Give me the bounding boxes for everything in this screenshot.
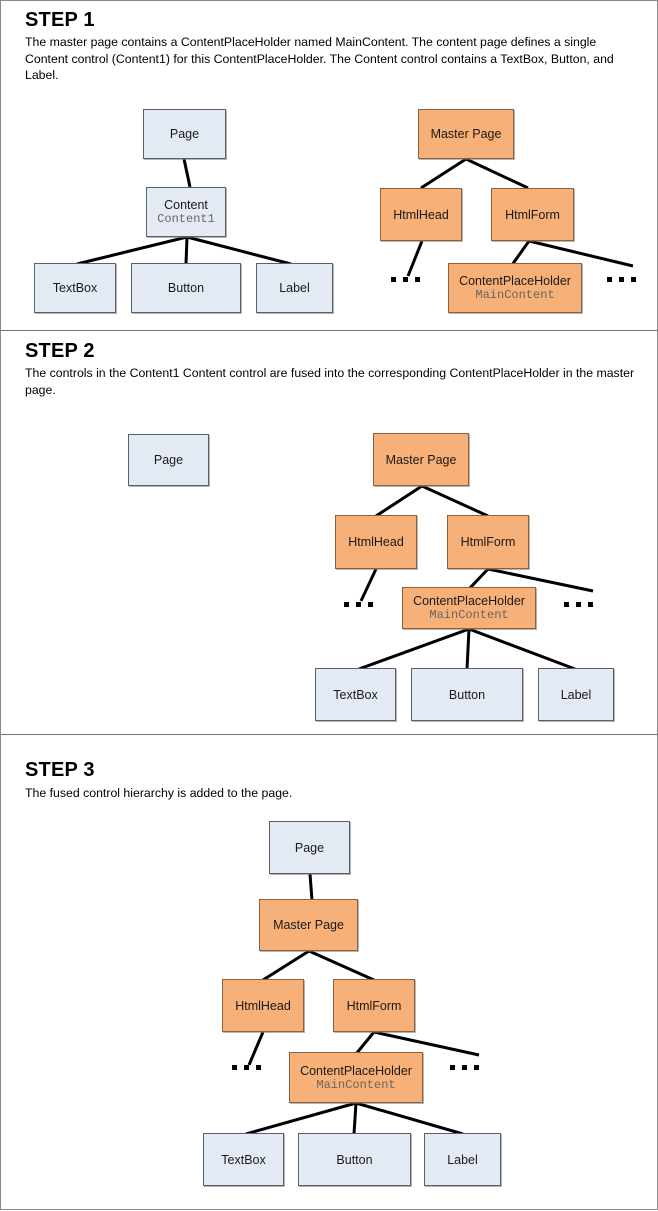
- node-htmlhead-label: HtmlHead: [393, 207, 449, 222]
- node-htmlhead[interactable]: HtmlHead: [380, 188, 462, 241]
- node-s2-textbox-label: TextBox: [333, 687, 378, 702]
- node-s2-page-label: Page: [153, 453, 184, 467]
- node-s3-textbox[interactable]: TextBox: [203, 1133, 284, 1186]
- step-2-description: The controls in the Content1 Content con…: [25, 366, 635, 397]
- node-s3-htmlhead-label: HtmlHead: [235, 998, 291, 1013]
- node-page[interactable]: Page: [143, 109, 226, 159]
- node-s2-contentplaceholder[interactable]: ContentPlaceHolder MainContent: [402, 587, 536, 629]
- node-master-page-label: Master Page: [430, 127, 502, 141]
- node-contentplaceholder-label: ContentPlaceHolder: [459, 274, 571, 288]
- link-s2-placeholder-label: [468, 627, 576, 671]
- link-htmlhead-ellipsis: [406, 240, 424, 277]
- node-textbox[interactable]: TextBox: [34, 263, 116, 313]
- step-1-description: The master page contains a ContentPlaceH…: [25, 35, 614, 83]
- node-s2-button-label: Button: [448, 687, 486, 702]
- link-s2-master-htmlhead: [375, 484, 423, 518]
- node-s2-htmlform[interactable]: HtmlForm: [447, 515, 529, 569]
- node-s2-page[interactable]: Page: [128, 434, 209, 486]
- node-button[interactable]: Button: [131, 263, 241, 313]
- link-htmlform-ellipsis: [528, 239, 634, 268]
- link-content-label: [186, 235, 292, 266]
- node-htmlform-label: HtmlForm: [505, 207, 560, 222]
- node-s3-htmlhead[interactable]: HtmlHead: [222, 979, 304, 1032]
- node-s3-button-label: Button: [336, 1152, 373, 1167]
- node-s3-htmlform[interactable]: HtmlForm: [333, 979, 415, 1032]
- link-s2-htmlform-ellipsis: [487, 567, 594, 593]
- node-s3-page-label: Page: [294, 840, 325, 855]
- link-master-htmlhead: [420, 157, 467, 190]
- node-s3-button[interactable]: Button: [298, 1133, 411, 1186]
- link-page-content: [182, 158, 192, 188]
- node-contentplaceholder[interactable]: ContentPlaceHolder MainContent: [448, 263, 582, 313]
- node-button-label: Button: [167, 281, 205, 295]
- node-s3-label[interactable]: Label: [424, 1133, 501, 1186]
- node-s3-contentplaceholder-label: ContentPlaceHolder: [300, 1063, 412, 1078]
- node-content-label: Content: [164, 198, 208, 212]
- node-s3-textbox-label: TextBox: [221, 1152, 266, 1167]
- node-s3-master-page-label: Master Page: [273, 918, 344, 932]
- link-s2-placeholder-button: [465, 628, 471, 670]
- ellipsis-right-s2-icon: [564, 602, 593, 607]
- link-s3-htmlform-ellipsis: [373, 1030, 480, 1057]
- ellipsis-left-s2-icon: [344, 602, 373, 607]
- node-s2-button[interactable]: Button: [411, 668, 523, 721]
- step-2-title: STEP 2: [25, 340, 95, 362]
- divider-step2-step3: [1, 734, 657, 735]
- node-content-sublabel: Content1: [157, 212, 215, 226]
- node-textbox-label: TextBox: [52, 281, 98, 295]
- link-s3-placeholder-button: [352, 1102, 358, 1135]
- node-label-label: Label: [279, 281, 310, 295]
- node-s2-contentplaceholder-sublabel: MainContent: [429, 608, 509, 622]
- ellipsis-left-s3-icon: [232, 1065, 261, 1070]
- node-s2-textbox[interactable]: TextBox: [315, 668, 396, 721]
- link-s3-placeholder-textbox: [245, 1101, 357, 1136]
- ellipsis-right-s3-icon: [450, 1065, 479, 1070]
- node-content[interactable]: Content Content1: [146, 187, 226, 237]
- node-htmlform[interactable]: HtmlForm: [491, 188, 574, 241]
- node-s2-htmlform-label: HtmlForm: [460, 535, 516, 549]
- step-3-title: STEP 3: [25, 759, 95, 781]
- node-s3-master-page[interactable]: Master Page: [259, 899, 358, 951]
- link-content-textbox: [76, 235, 188, 266]
- link-s3-page-master: [308, 873, 314, 901]
- node-s2-master-page[interactable]: Master Page: [373, 433, 469, 486]
- link-s3-htmlhead-ellipsis: [247, 1031, 265, 1066]
- node-s3-label-label: Label: [447, 1152, 478, 1167]
- link-s2-placeholder-textbox: [358, 627, 470, 671]
- link-s3-placeholder-label: [355, 1101, 464, 1136]
- node-s3-htmlform-label: HtmlForm: [346, 998, 402, 1013]
- link-htmlform-placeholder: [510, 240, 531, 266]
- step-1-connectors: [76, 157, 634, 277]
- link-s2-htmlform-placeholder: [467, 567, 490, 591]
- node-page-label: Page: [169, 127, 200, 141]
- node-s3-contentplaceholder-sublabel: MainContent: [316, 1077, 396, 1092]
- link-s3-master-htmlform: [308, 949, 375, 982]
- node-s2-label-label: Label: [560, 687, 592, 702]
- node-label[interactable]: Label: [256, 263, 333, 313]
- node-s3-page[interactable]: Page: [269, 821, 350, 874]
- node-master-page[interactable]: Master Page: [418, 109, 514, 159]
- link-s2-htmlhead-ellipsis: [359, 568, 378, 602]
- node-contentplaceholder-sublabel: MainContent: [475, 288, 555, 302]
- node-s2-htmlhead[interactable]: HtmlHead: [335, 515, 417, 569]
- node-s2-master-page-label: Master Page: [385, 452, 457, 467]
- step-3-description: The fused control hierarchy is added to …: [25, 786, 293, 800]
- link-s2-master-htmlform: [421, 484, 489, 518]
- node-s3-contentplaceholder[interactable]: ContentPlaceHolder MainContent: [289, 1052, 423, 1103]
- step-1-title: STEP 1: [25, 9, 95, 31]
- link-content-button: [184, 236, 189, 265]
- link-s3-master-htmlhead: [262, 949, 310, 982]
- ellipsis-right-icon: [607, 277, 636, 282]
- node-s2-contentplaceholder-label: ContentPlaceHolder: [413, 594, 525, 608]
- link-s3-htmlform-placeholder: [354, 1031, 376, 1055]
- link-master-htmlform: [465, 157, 529, 190]
- divider-step1-step2: [1, 330, 657, 331]
- node-s2-htmlhead-label: HtmlHead: [348, 535, 404, 549]
- ellipsis-left-icon: [391, 277, 420, 282]
- node-s2-label[interactable]: Label: [538, 668, 614, 721]
